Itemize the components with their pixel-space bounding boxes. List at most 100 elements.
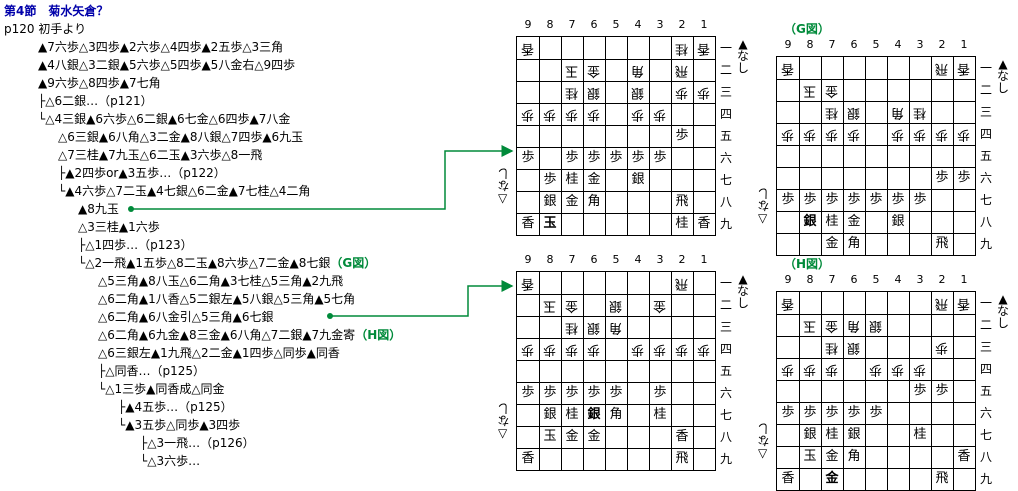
diagram-reference-label: （H図） — [355, 328, 402, 342]
sente-piece: 歩 — [521, 150, 535, 165]
grid-line — [887, 57, 888, 255]
tree-move-text: └△3六歩… — [140, 454, 201, 468]
grid-line — [693, 37, 694, 235]
sente-piece: 香 — [697, 216, 711, 231]
rank-number: 四 — [979, 127, 992, 141]
file-number: 8 — [546, 253, 554, 266]
gote-piece: 歩 — [697, 85, 711, 100]
grid-line — [517, 59, 715, 60]
gote-piece: 歩 — [935, 340, 949, 355]
file-number: 5 — [872, 273, 880, 286]
gote-piece: 香 — [781, 61, 795, 76]
sente-piece: 歩 — [565, 385, 579, 400]
sente-piece: 角 — [847, 236, 861, 251]
sente-piece: 飛 — [675, 451, 689, 466]
sente-piece: 香 — [521, 216, 535, 231]
rank-number: 五 — [719, 364, 732, 378]
rank-number: 二 — [979, 318, 992, 332]
file-number: 5 — [872, 38, 880, 51]
tree-line: ├▲2四歩or▲3五歩…（p122） — [58, 166, 226, 180]
file-number: 6 — [850, 273, 858, 286]
tree-move-text: △6二角▲6九金▲8三金▲6八角△7二銀▲7九金寄 — [98, 328, 356, 342]
gote-piece: 歩 — [653, 342, 667, 357]
tree-line: △7三桂▲7九玉△6二玉▲3六歩△8一飛 — [58, 148, 262, 162]
rank-number: 八 — [979, 215, 992, 229]
grid-line — [777, 123, 975, 124]
rank-number: 八 — [719, 430, 732, 444]
tree-line: △6二角▲1八香△5二銀左▲5八銀△5三角▲5七角 — [98, 292, 355, 306]
rank-number: 三 — [719, 85, 732, 99]
grid-line — [777, 211, 975, 212]
gote-piece: 香 — [697, 41, 711, 56]
sente-piece: 歩 — [587, 150, 601, 165]
sente-piece: 金 — [825, 236, 839, 251]
grid-line — [931, 292, 932, 490]
gote-piece: 桂 — [913, 105, 927, 120]
tree-line: ├△6二銀…（p121） — [38, 94, 153, 108]
tree-move-text: ▲8九玉 — [78, 202, 119, 216]
file-number: 8 — [546, 18, 554, 31]
grid-line — [777, 101, 975, 102]
file-number: 2 — [938, 38, 946, 51]
sente-piece: 歩 — [913, 192, 927, 207]
grid-line — [517, 147, 715, 148]
sente-piece: 桂 — [565, 407, 579, 422]
grid-line — [777, 189, 975, 190]
grid-line — [777, 468, 975, 469]
file-number: 2 — [938, 273, 946, 286]
sente-piece: 香 — [521, 451, 535, 466]
sente-piece: 角 — [609, 407, 623, 422]
gote-piece: 玉 — [803, 83, 817, 98]
tree-move-text: △7三桂▲7九玉△6二玉▲3六歩△8一飛 — [58, 148, 263, 162]
sente-piece: 歩 — [653, 150, 667, 165]
gote-piece: 香 — [521, 276, 535, 291]
gote-piece: 角 — [891, 105, 905, 120]
sente-piece: 歩 — [781, 405, 795, 420]
grid-line — [777, 446, 975, 447]
grid-line — [865, 292, 866, 490]
tree-line: △5三角▲8八玉△6二角▲3七桂△5三角▲2九飛 — [98, 274, 343, 288]
rank-number: 七 — [979, 193, 992, 207]
sente-hand: ▲なし — [736, 272, 749, 310]
rank-number: 六 — [719, 386, 732, 400]
tree-line: △6三銀左▲1九飛△2二金▲1四歩△同歩▲同香 — [98, 346, 340, 360]
grid-line — [671, 272, 672, 470]
shogi-grid: 香桂香玉金角飛桂銀銀歩歩歩歩歩歩歩歩歩歩歩歩歩歩歩歩桂金銀銀金角飛香玉桂香 — [516, 36, 716, 236]
grid-line — [693, 272, 694, 470]
gote-piece: 歩 — [957, 127, 971, 142]
gote-triangle-icon: ▽ — [498, 191, 508, 205]
gote-piece: 歩 — [521, 342, 535, 357]
file-number: 9 — [784, 38, 792, 51]
tree-move-text: └▲4六歩△7二玉▲4七銀△6二金▲7七桂△4二角 — [58, 184, 311, 198]
rank-number: 五 — [719, 129, 732, 143]
sente-piece: 歩 — [653, 385, 667, 400]
gote-triangle-icon: ▽ — [498, 426, 508, 440]
tree-move-text: ▲9六歩△8四歩▲7七角 — [38, 76, 161, 90]
sente-piece: 飛 — [935, 236, 949, 251]
gote-piece: 歩 — [653, 107, 667, 122]
grid-line — [583, 37, 584, 235]
gote-piece: 歩 — [631, 107, 645, 122]
sente-piece: 桂 — [675, 216, 689, 231]
file-number: 7 — [828, 273, 836, 286]
gote-piece: 香 — [521, 41, 535, 56]
grid-line — [627, 272, 628, 470]
gote-piece: 歩 — [543, 107, 557, 122]
gote-triangle-icon: ▽ — [758, 446, 768, 460]
tree-move-text: ├▲2四歩or▲3五歩…（p122） — [58, 166, 226, 180]
rank-number: 三 — [719, 320, 732, 334]
rank-number: 二 — [719, 298, 732, 312]
grid-line — [777, 380, 975, 381]
gote-piece: 歩 — [825, 127, 839, 142]
gote-piece: 銀 — [847, 105, 861, 120]
board-title-label: （G図） — [784, 22, 830, 36]
grid-line — [777, 79, 975, 80]
sente-piece: 銀 — [587, 407, 601, 422]
tree-line: ├△3一飛…（p126） — [140, 436, 255, 450]
file-number: 9 — [784, 273, 792, 286]
rank-number: 七 — [979, 428, 992, 442]
tree-move-text: └△1三歩▲同香成△同金 — [98, 382, 225, 396]
rank-number: 九 — [719, 452, 732, 466]
grid-line — [517, 382, 715, 383]
sente-piece: 銀 — [891, 214, 905, 229]
